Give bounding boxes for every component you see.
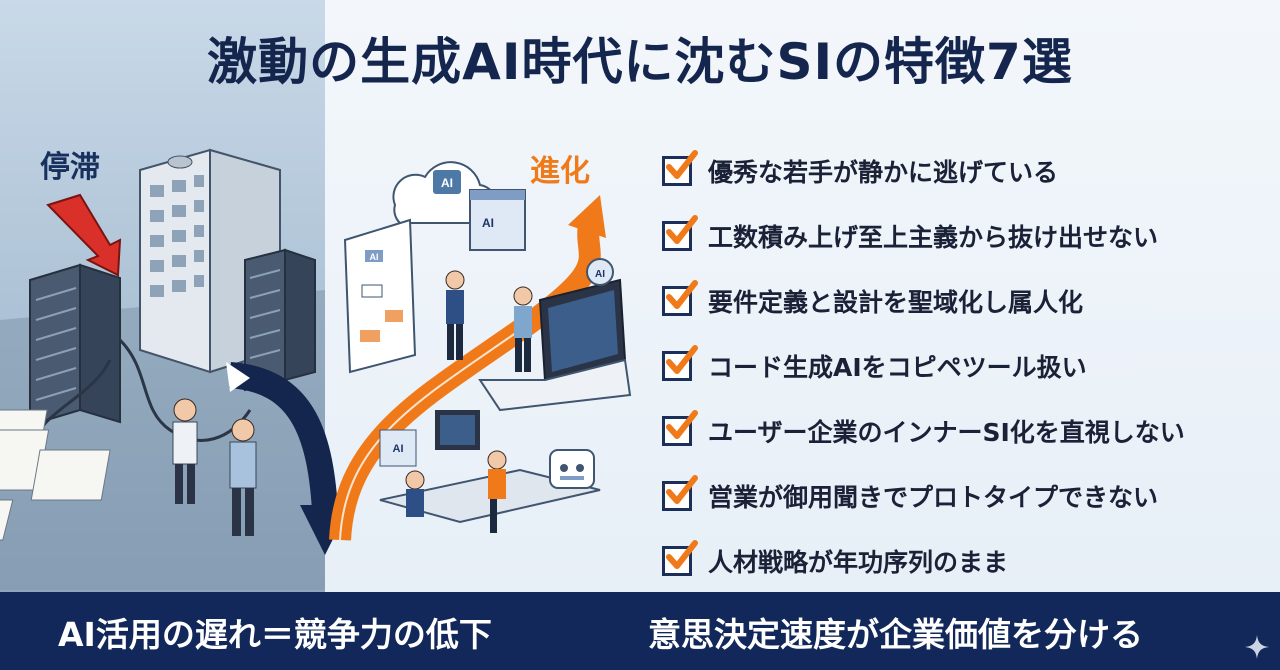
server-rack-icon	[244, 248, 316, 392]
worker-presenting-icon	[445, 270, 465, 360]
laptop-icon	[478, 278, 632, 412]
growth-arrowhead-icon	[568, 195, 606, 238]
page-title: 激動の生成AI時代に沈むSIの特徴7選	[207, 33, 1073, 91]
ai-gear-icon: AI	[586, 258, 614, 286]
decline-arrow-tail-icon	[226, 362, 250, 392]
ai-badge: AI	[370, 252, 379, 262]
worker-stressed-icon	[229, 418, 257, 536]
ai-badge: AI	[393, 443, 404, 455]
check-item-text: 営業が御用聞きでプロトタイプできない	[708, 482, 1159, 512]
cable-icon	[118, 338, 252, 442]
paper-stack-icon	[0, 409, 111, 541]
worker-stressed-icon	[172, 398, 198, 504]
illustration: AI AI AI AI	[0, 148, 632, 590]
check-item: 要件定義と設計を聖域化し属人化	[662, 268, 1262, 333]
footer-banner: AI活用の遅れ＝競争力の低下 意思決定速度が企業価値を分ける	[0, 592, 1280, 670]
flowchart-board-icon: AI	[343, 218, 417, 374]
check-item-text: 要件定義と設計を聖域化し属人化	[708, 287, 1084, 317]
checkbox-checked-icon	[662, 149, 698, 186]
server-rack-icon	[29, 263, 121, 427]
check-item-text: 優秀な若手が静かに逃げている	[708, 157, 1059, 187]
check-item: 人材戦略が年功序列のまま	[662, 528, 1262, 593]
check-item: ユーザー企業のインナーSI化を直視しない	[662, 398, 1262, 463]
check-item-text: 人材戦略が年功序列のまま	[708, 547, 1009, 577]
checkbox-checked-icon	[662, 279, 698, 316]
ai-window-icon: AI	[469, 189, 526, 251]
footer-left-text: AI活用の遅れ＝競争力の低下	[58, 615, 492, 654]
evolution-label: 進化	[530, 154, 590, 189]
checkbox-checked-icon	[662, 214, 698, 251]
ai-badge: AI	[482, 216, 494, 230]
check-item-text: ユーザー企業のインナーSI化を直視しない	[708, 417, 1185, 447]
stagnation-label: 停滞	[40, 150, 100, 185]
footer-right-text: 意思決定速度が企業価値を分ける	[648, 615, 1143, 654]
sparkle-icon	[1245, 635, 1269, 659]
check-item: 営業が御用聞きでプロトタイプできない	[662, 463, 1262, 528]
check-item: 優秀な若手が静かに逃げている	[662, 138, 1262, 203]
ai-badge: AI	[595, 269, 605, 280]
check-item: コード生成AIをコピペツール扱い	[662, 333, 1262, 398]
worker-tablet-icon	[513, 286, 533, 372]
check-item: 工数積み上げ至上主義から抜け出せない	[662, 203, 1262, 268]
checklist: 優秀な若手が静かに逃げている 工数積み上げ至上主義から抜け出せない 要件定義と設…	[662, 138, 1262, 593]
check-item-text: 工数積み上げ至上主義から抜け出せない	[708, 222, 1159, 252]
checkbox-checked-icon	[662, 474, 698, 511]
checkbox-checked-icon	[662, 409, 698, 446]
ai-badge: AI	[441, 176, 453, 190]
checkbox-checked-icon	[662, 344, 698, 381]
robot-icon	[549, 449, 595, 489]
check-item-text: コード生成AIをコピペツール扱い	[708, 352, 1087, 382]
red-arrow-icon	[46, 193, 122, 277]
decline-arrow-icon	[228, 362, 338, 511]
checkbox-checked-icon	[662, 539, 698, 576]
desk-scene-icon: AI	[379, 410, 601, 533]
